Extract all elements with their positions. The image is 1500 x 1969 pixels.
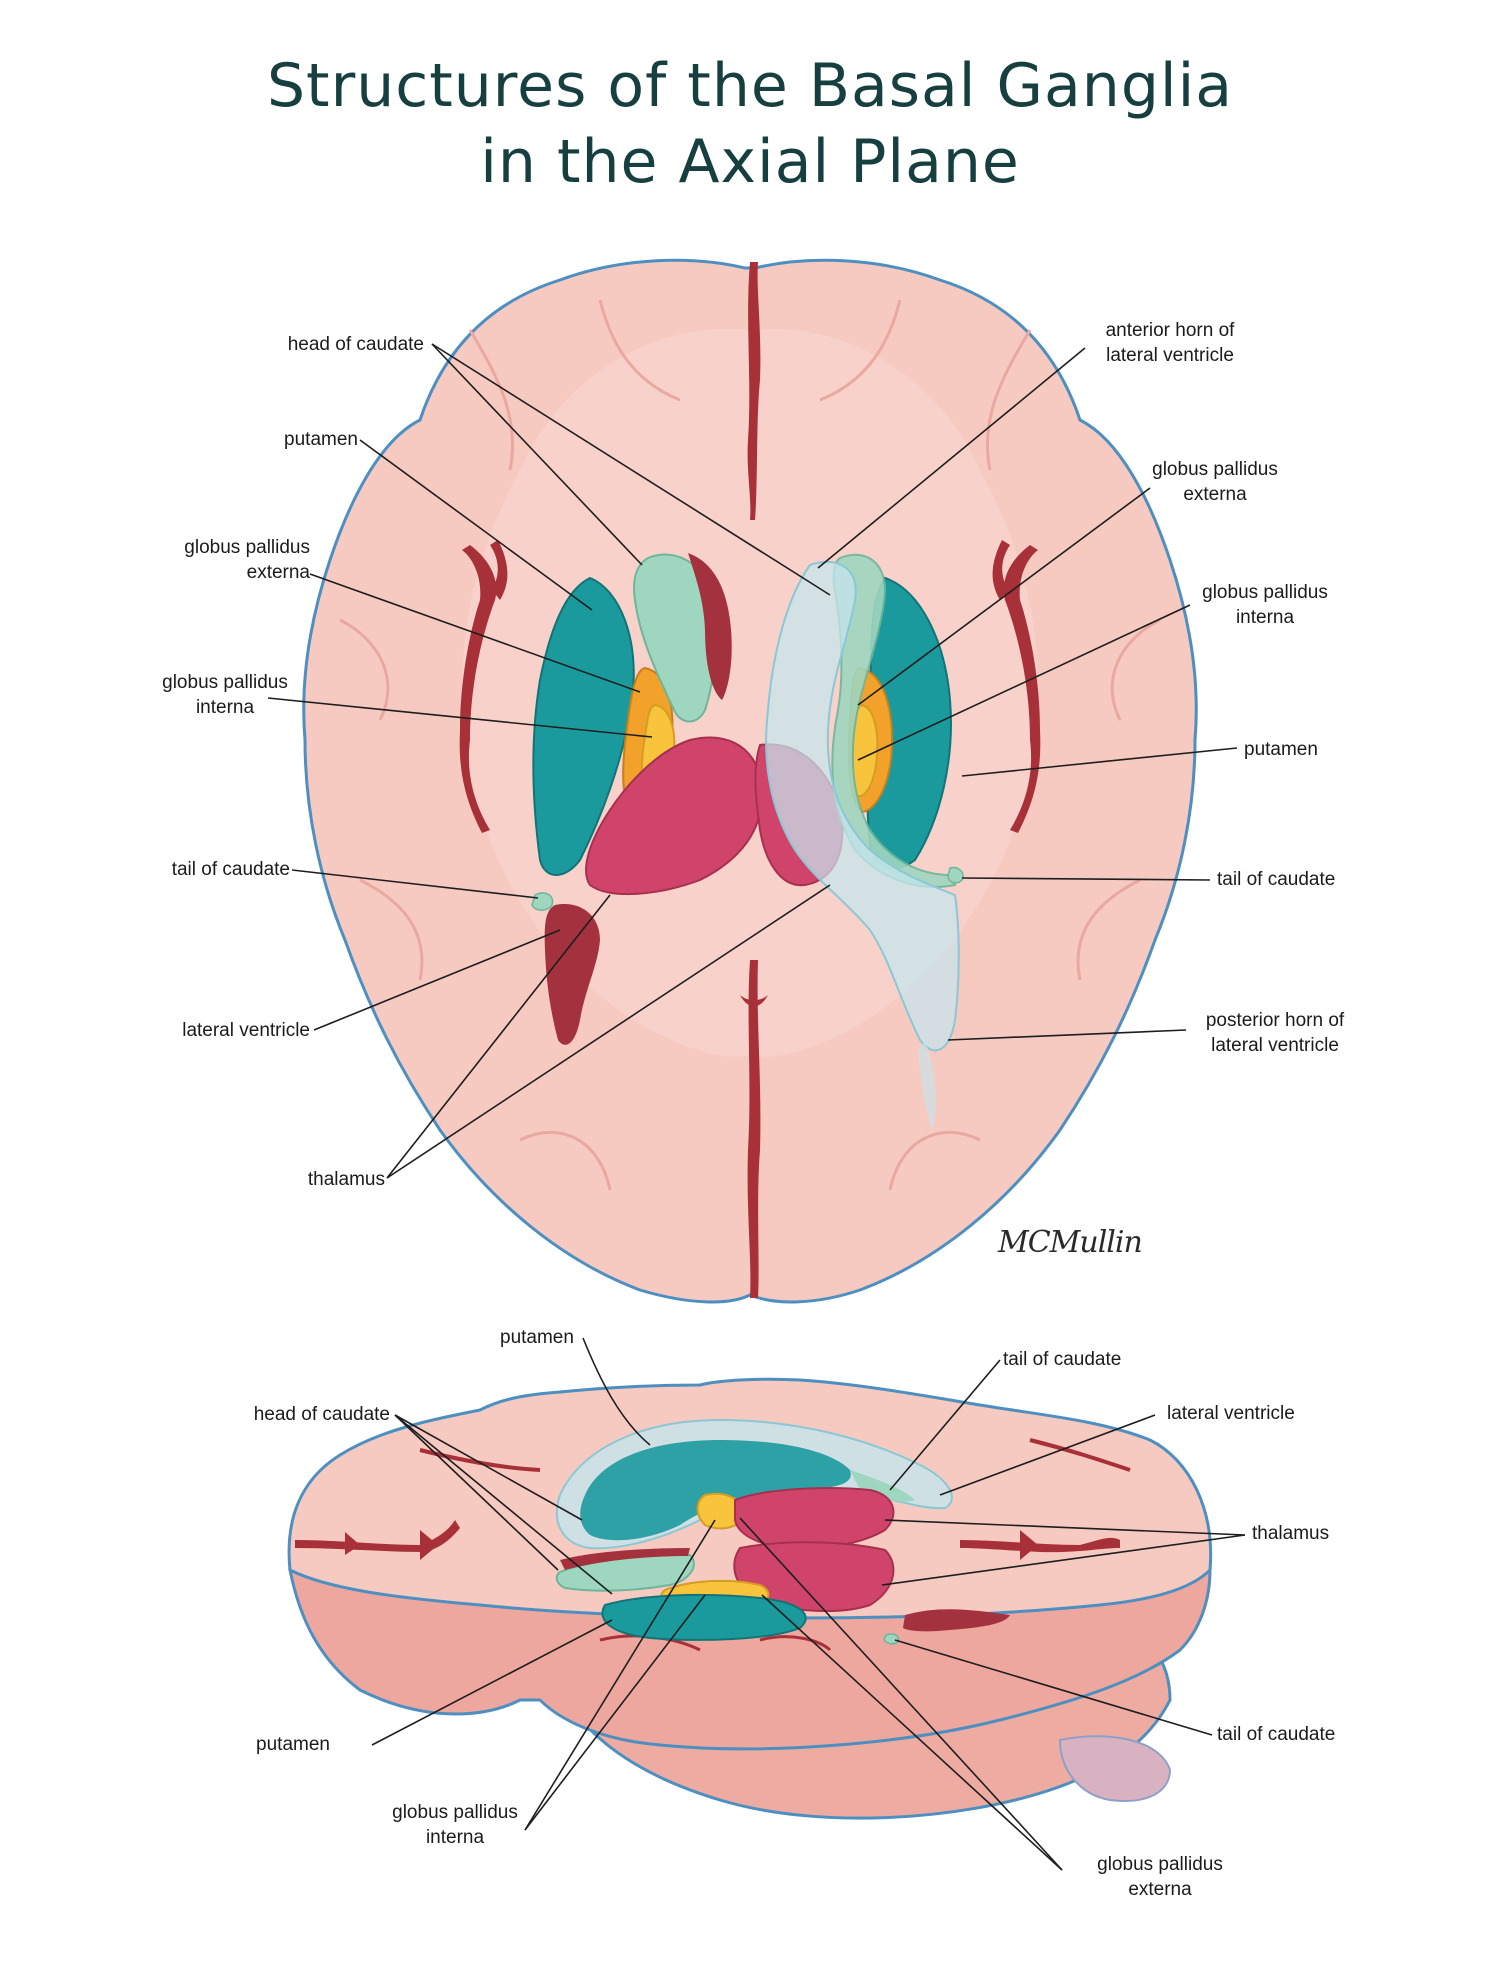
label-line: globus pallidus: [1097, 1854, 1223, 1875]
label-axial-gp-externa-right: globus pallidus externa: [1135, 457, 1295, 507]
label-oblique-lateral-ventricle: lateral ventricle: [1167, 1403, 1295, 1424]
label-axial-putamen-right: putamen: [1244, 739, 1318, 760]
oblique-tail-caudate-top: [850, 1470, 915, 1502]
label-axial-tail-of-caudate-right: tail of caudate: [1217, 869, 1336, 890]
label-oblique-putamen-top: putamen: [500, 1327, 574, 1348]
label-oblique-gp-externa: globus pallidus externa: [1080, 1852, 1240, 1902]
axial-brain: [267, 258, 1238, 1304]
label-line: posterior horn of: [1205, 1010, 1345, 1031]
axial-longitudinal-fissure-back: [747, 960, 761, 1298]
label-line: externa: [1183, 484, 1247, 505]
label-axial-gp-externa-left: globus pallidus externa: [184, 535, 310, 585]
label-axial-posterior-horn: posterior horn of lateral ventricle: [1185, 1008, 1365, 1058]
oblique-brainstem: [1058, 1735, 1172, 1802]
oblique-putamen-top: [580, 1440, 851, 1541]
label-axial-thalamus: thalamus: [307, 1169, 385, 1190]
label-axial-putamen-left: putamen: [284, 429, 358, 450]
title-line-2: in the Axial Plane: [480, 127, 1020, 197]
axial-leader-lines: [267, 343, 1238, 1179]
label-line: globus pallidus: [392, 1802, 518, 1823]
oblique-fissure-right: [960, 1537, 1120, 1553]
label-oblique-tail-of-caudate-bottom: tail of caudate: [1217, 1724, 1336, 1745]
axial-tail-caudate-right: [947, 866, 964, 884]
label-line: globus pallidus: [1202, 582, 1328, 603]
label-line: interna: [195, 697, 255, 718]
label-line: anterior horn of: [1105, 320, 1235, 341]
label-oblique-tail-of-caudate-top: tail of caudate: [1003, 1349, 1122, 1370]
oblique-lateral-ventricle-back: [903, 1609, 1010, 1632]
page-title: Structures of the Basal Ganglia in the A…: [0, 48, 1500, 200]
axial-putamen-left: [532, 576, 635, 876]
label-axial-lateral-ventricle: lateral ventricle: [182, 1020, 310, 1041]
label-oblique-gp-interna: globus pallidus interna: [375, 1800, 535, 1850]
label-oblique-putamen-bottom: putamen: [256, 1734, 330, 1755]
label-line: interna: [1235, 607, 1295, 628]
label-axial-tail-of-caudate-left: tail of caudate: [171, 859, 290, 880]
label-oblique-thalamus: thalamus: [1252, 1523, 1330, 1544]
axial-gyri: [339, 299, 1161, 1191]
oblique-brain: [287, 1337, 1246, 1871]
axial-lateral-ventricle-left-front: [688, 553, 732, 700]
label-oblique-head-of-caudate: head of caudate: [253, 1404, 390, 1425]
axial-ventricle-right-transparent: [765, 560, 960, 1052]
label-axial-head-of-caudate: head of caudate: [287, 334, 424, 355]
oblique-tail-caudate-bottom: [883, 1633, 900, 1645]
label-axial-anterior-horn: anterior horn of lateral ventricle: [1085, 318, 1255, 368]
label-line: globus pallidus: [184, 537, 310, 558]
artist-signature: MCMullin: [998, 1225, 1143, 1260]
oblique-ventricle-red-front: [560, 1548, 690, 1570]
label-line: externa: [1128, 1879, 1192, 1900]
oblique-putamen-lower: [601, 1593, 807, 1641]
axial-sylvian-fissure-right: [1003, 545, 1041, 833]
label-line: lateral ventricle: [1106, 345, 1234, 366]
oblique-gp: [696, 1492, 747, 1530]
label-line: externa: [246, 562, 310, 583]
label-axial-gp-interna-right: globus pallidus interna: [1185, 580, 1345, 630]
axial-longitudinal-fissure-front: [747, 262, 761, 520]
title-line-1: Structures of the Basal Ganglia: [266, 51, 1234, 121]
axial-tail-caudate-left: [531, 892, 554, 911]
oblique-fissure-left: [295, 1520, 460, 1552]
label-line: globus pallidus: [162, 672, 288, 693]
label-line: interna: [425, 1827, 485, 1848]
axial-sylvian-fissure-left: [459, 545, 497, 833]
oblique-leader-lines: [371, 1337, 1246, 1871]
label-line: lateral ventricle: [1211, 1035, 1339, 1056]
label-line: globus pallidus: [1152, 459, 1278, 480]
label-axial-gp-interna-left: globus pallidus interna: [150, 670, 300, 720]
axial-lateral-ventricle-left-back: [544, 904, 600, 1045]
